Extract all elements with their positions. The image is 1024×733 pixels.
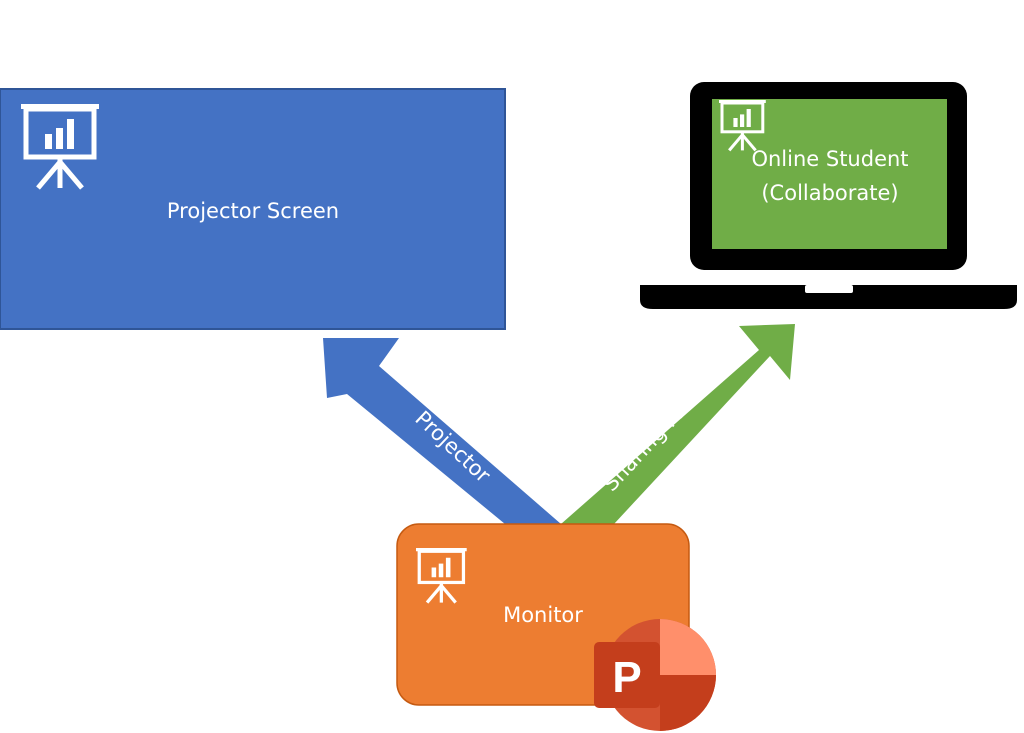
projector-arrow-shape	[323, 338, 561, 524]
online-student-sublabel: (Collaborate)	[761, 181, 898, 205]
powerpoint-letter: P	[612, 653, 641, 702]
monitor-label: Monitor	[503, 603, 583, 627]
powerpoint-logo-icon: P	[594, 619, 716, 731]
projector-screen-label: Projector Screen	[167, 199, 339, 223]
laptop-screen	[712, 99, 947, 249]
projector-arrow: Projector	[323, 338, 561, 524]
online-student-label: Online Student	[751, 147, 908, 171]
laptop: Online Student (Collaborate)	[640, 82, 1017, 309]
projector-screen-box	[0, 88, 506, 330]
sharing-arrow-label: Sharing Monitor 1	[598, 343, 743, 496]
laptop-trackpad-notch	[805, 285, 853, 293]
sharing-arrow: Sharing Monitor 1	[561, 324, 795, 524]
laptop-base	[640, 285, 1017, 309]
powerpoint-tile	[594, 642, 660, 708]
projector-screen: Projector Screen	[0, 88, 506, 330]
sharing-arrow-shape	[561, 324, 795, 524]
